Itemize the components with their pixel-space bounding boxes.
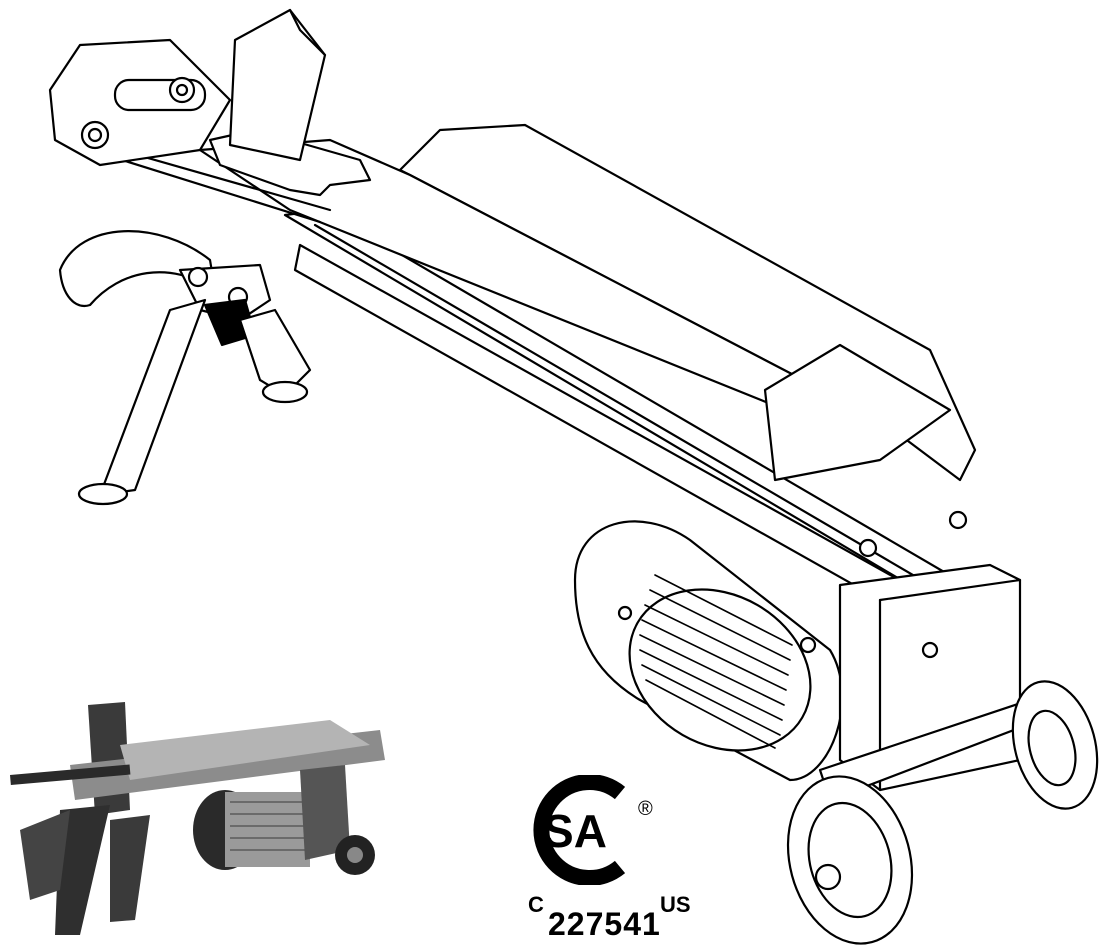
cert-suffix: US	[660, 892, 691, 917]
csa-certification-logo: SA ®	[533, 775, 653, 885]
cert-prefix: C	[528, 892, 544, 917]
csa-logo-text: SA	[543, 805, 607, 857]
cert-number: 227541	[548, 906, 661, 942]
log-splitter-photo-icon	[10, 702, 385, 935]
registered-mark: ®	[638, 798, 653, 820]
